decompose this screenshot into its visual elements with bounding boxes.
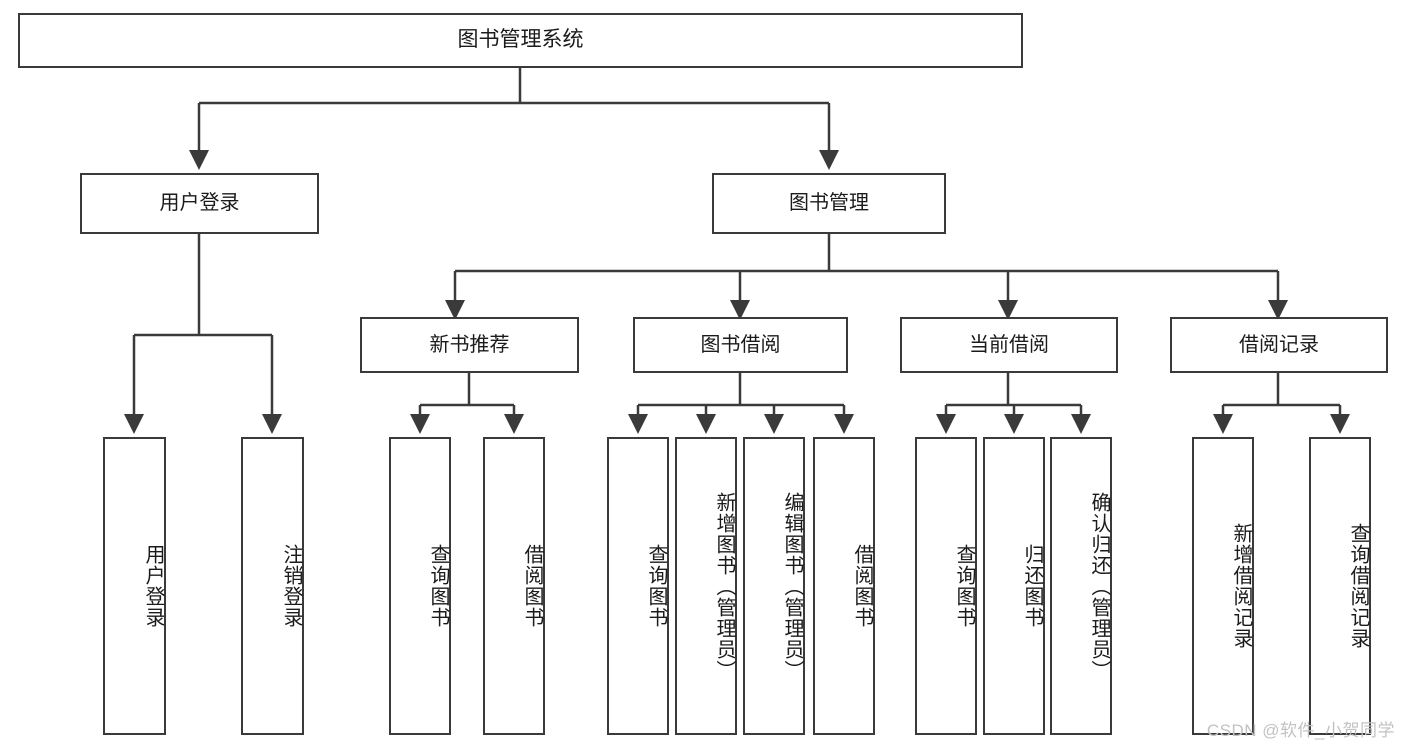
node-leaf-query-record-label: 查询借阅记录 [1347,523,1369,649]
node-book-borrow-label: 图书借阅 [700,333,781,356]
watermark: CSDN @软件_小贺同学 [1206,721,1395,740]
node-leaf-user-login[interactable]: 用户登录 [103,437,166,735]
node-leaf-borrow-book-1[interactable]: 借阅图书 [483,437,545,735]
node-leaf-add-record[interactable]: 新增借阅记录 [1192,437,1254,735]
node-leaf-borrow-book-2[interactable]: 借阅图书 [813,437,875,735]
node-leaf-user-login-label: 用户登录 [142,544,164,628]
node-user-login-label: 用户登录 [159,192,240,214]
node-borrow-record-label: 借阅记录 [1239,333,1319,356]
node-book-management-label: 图书管理 [789,192,869,214]
node-leaf-user-logout[interactable]: 注销登录 [241,437,304,735]
node-leaf-confirm-return-label: 确认归还（管理员） [1088,491,1110,681]
node-new-book-recommend[interactable]: 新书推荐 [360,317,579,373]
node-new-book-recommend-label: 新书推荐 [429,333,510,356]
node-leaf-query-book-2-label: 查询图书 [645,544,667,628]
node-leaf-query-record[interactable]: 查询借阅记录 [1309,437,1371,735]
node-leaf-query-book-1[interactable]: 查询图书 [389,437,451,735]
node-leaf-query-book-3-label: 查询图书 [953,544,975,628]
node-user-login[interactable]: 用户登录 [80,173,319,234]
node-leaf-query-book-1-label: 查询图书 [427,544,449,628]
node-leaf-edit-book-label: 编辑图书（管理员） [781,491,803,681]
node-root-label: 图书管理系统 [457,28,584,52]
node-leaf-return-book-label: 归还图书 [1021,544,1043,628]
node-leaf-borrow-book-2-label: 借阅图书 [851,544,873,628]
node-leaf-query-book-2[interactable]: 查询图书 [607,437,669,735]
node-leaf-query-book-3[interactable]: 查询图书 [915,437,977,735]
node-borrow-record[interactable]: 借阅记录 [1170,317,1388,373]
node-root[interactable]: 图书管理系统 [18,13,1023,68]
node-leaf-borrow-book-1-label: 借阅图书 [521,544,543,628]
node-leaf-confirm-return[interactable]: 确认归还（管理员） [1050,437,1112,735]
node-book-management[interactable]: 图书管理 [712,173,946,234]
node-leaf-add-record-label: 新增借阅记录 [1230,523,1252,649]
node-book-borrow[interactable]: 图书借阅 [633,317,848,373]
node-leaf-user-logout-label: 注销登录 [280,544,302,628]
node-current-borrow-label: 当前借阅 [969,333,1049,356]
node-leaf-add-book[interactable]: 新增图书（管理员） [675,437,737,735]
node-leaf-return-book[interactable]: 归还图书 [983,437,1045,735]
node-leaf-add-book-label: 新增图书（管理员） [713,491,735,681]
node-leaf-edit-book[interactable]: 编辑图书（管理员） [743,437,805,735]
node-current-borrow[interactable]: 当前借阅 [900,317,1118,373]
